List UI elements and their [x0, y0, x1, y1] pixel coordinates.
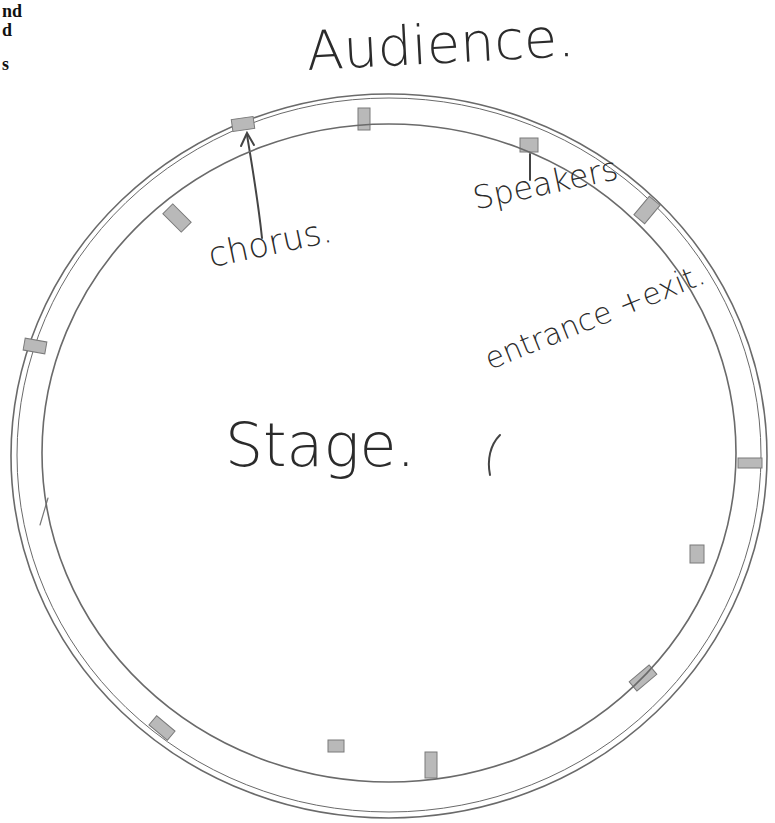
- annotation-label: Speakers: [470, 151, 621, 216]
- stage-oval: Stage.: [40, 122, 738, 784]
- speaker-markers: [23, 108, 762, 778]
- leader-lines: [40, 133, 530, 525]
- cropped-text-fragment: d: [2, 21, 12, 41]
- annotation-label: entrance +exit.: [480, 257, 709, 375]
- outer-ring: [11, 94, 767, 818]
- cropped-text-fragment: s: [2, 55, 9, 75]
- annotation-label: Audience.: [305, 8, 576, 81]
- annotation-label: chorus.: [205, 212, 335, 275]
- cropped-text-fragment: nd: [2, 2, 22, 22]
- stage-label: Stage.: [225, 412, 415, 478]
